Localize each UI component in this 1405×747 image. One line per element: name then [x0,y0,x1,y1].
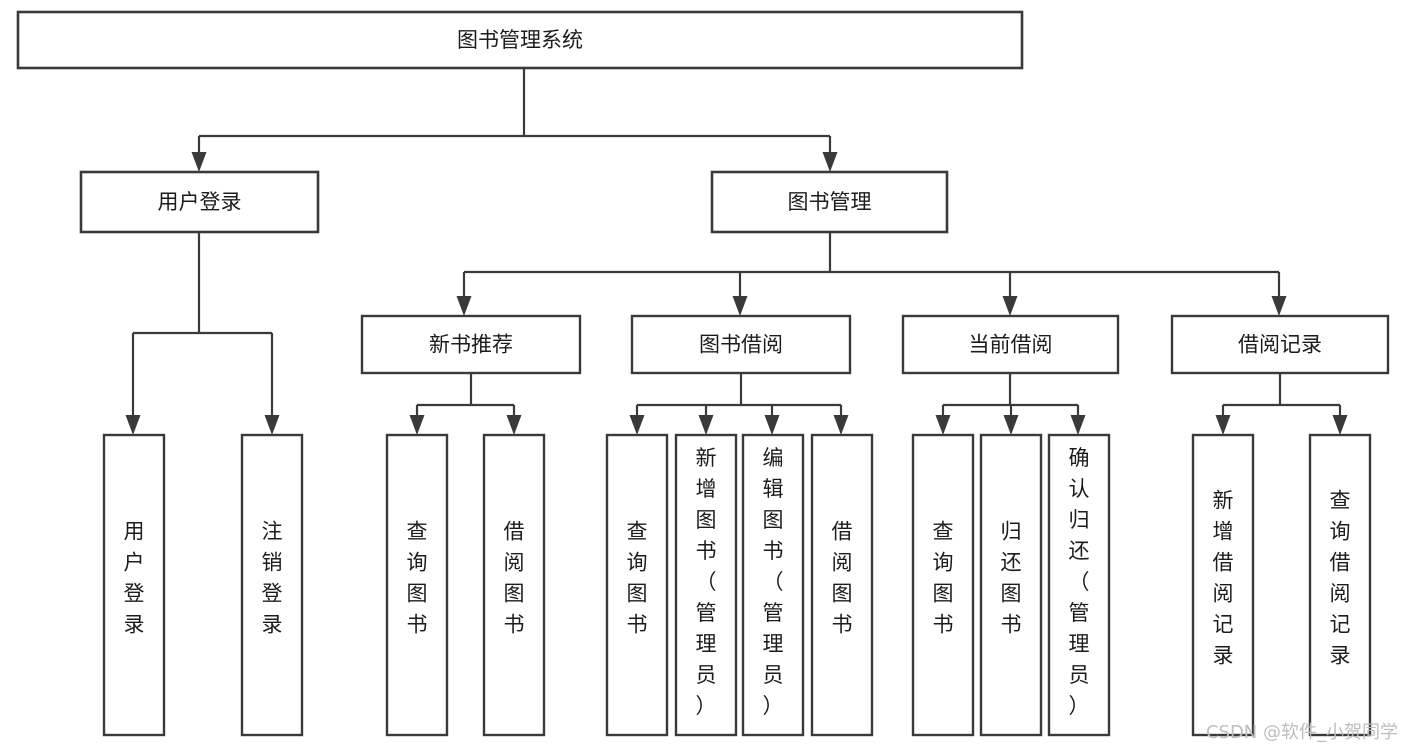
node-box[interactable] [674,433,738,737]
node-box[interactable] [1170,314,1390,375]
node-label: 查询图书 [627,520,648,637]
connector-group-book-borrow [629,373,849,435]
node-book-borrow[interactable]: 图书借阅 [630,314,852,375]
node-root[interactable]: 图书管理系统 [16,10,1024,70]
node-leaf-add-book[interactable]: 新增图书（管理员） [674,433,738,737]
node-user-login[interactable]: 用户登录 [79,170,320,234]
node-leaf-query-book-2[interactable]: 查询图书 [605,433,669,737]
node-label: 图书管理系统 [457,28,583,52]
arrow-head-icon [1003,415,1019,435]
node-box[interactable] [911,433,975,737]
node-label: 图书借阅 [699,333,783,357]
node-leaf-edit-book[interactable]: 编辑图书（管理员） [741,433,805,737]
node-label: 注销登录 [262,520,283,637]
node-label: 查询图书 [933,520,954,637]
node-layer: 图书管理系统用户登录图书管理新书推荐图书借阅当前借阅借阅记录用户登录注销登录查询… [16,10,1390,737]
arrow-head-icon [764,415,780,435]
node-label: 归还图书 [1001,520,1022,637]
arrow-head-icon [264,415,280,435]
node-label: 查询借阅记录 [1330,489,1351,668]
connector-group-new-book-rec [409,373,522,435]
node-label: 新增图书（管理员） [696,446,717,718]
node-box[interactable] [810,433,874,737]
node-label: 确认归还（管理员） [1069,446,1090,718]
node-leaf-add-record[interactable]: 新增借阅记录 [1191,433,1255,737]
node-label: 新书推荐 [429,333,513,357]
arrow-head-icon [191,152,207,172]
node-box[interactable] [741,433,805,737]
node-leaf-query-record[interactable]: 查询借阅记录 [1308,433,1372,737]
arrow-head-icon [935,415,951,435]
watermark-label: CSDN @软件_小贺同学 [1206,722,1398,743]
arrow-head-icon [125,415,141,435]
node-box[interactable] [16,10,1024,70]
arrow-head-icon [698,415,714,435]
arrow-head-icon [1332,415,1348,435]
node-leaf-return-book[interactable]: 归还图书 [979,433,1043,737]
node-box[interactable] [630,314,852,375]
node-box[interactable] [79,170,320,234]
node-box[interactable] [1047,433,1111,737]
node-leaf-confirm-return[interactable]: 确认归还（管理员） [1047,433,1111,737]
node-label: 新增借阅记录 [1213,489,1234,668]
arrow-head-icon [833,415,849,435]
node-label: 用户登录 [158,190,242,214]
node-leaf-borrow-book-2[interactable]: 借阅图书 [810,433,874,737]
node-box[interactable] [710,170,949,234]
node-label: 借阅记录 [1238,333,1322,357]
node-box[interactable] [102,433,166,737]
node-leaf-borrow-book-1[interactable]: 借阅图书 [482,433,546,737]
node-label: 用户登录 [124,520,145,637]
connector-group-user-login [125,232,280,435]
arrow-head-icon [409,415,425,435]
node-label: 借阅图书 [504,520,525,637]
node-label: 借阅图书 [832,520,853,637]
node-box[interactable] [1308,433,1372,737]
arrow-head-icon [629,415,645,435]
connector-group-book-manage [456,232,1287,316]
node-box[interactable] [385,433,449,737]
node-borrow-record[interactable]: 借阅记录 [1170,314,1390,375]
node-leaf-query-book-3[interactable]: 查询图书 [911,433,975,737]
node-box[interactable] [605,433,669,737]
arrow-head-icon [822,152,838,172]
node-current-borrow[interactable]: 当前借阅 [901,314,1120,375]
arrow-head-icon [1271,296,1287,316]
connector-group-current-borrow [935,373,1086,435]
connector-layer [125,68,1348,435]
node-book-manage[interactable]: 图书管理 [710,170,949,234]
node-label: 编辑图书（管理员） [763,446,784,718]
node-box[interactable] [360,314,582,375]
node-label: 图书管理 [788,190,872,214]
arrow-head-icon [1002,296,1018,316]
connector-group-borrow-record [1215,373,1348,435]
arrow-head-icon [506,415,522,435]
node-label: 查询图书 [407,520,428,637]
arrow-head-icon [1215,415,1231,435]
arrow-head-icon [1070,415,1086,435]
node-box[interactable] [1191,433,1255,737]
node-box[interactable] [482,433,546,737]
arrow-head-icon [732,296,748,316]
node-box[interactable] [979,433,1043,737]
node-leaf-user-login[interactable]: 用户登录 [102,433,166,737]
node-new-book-rec[interactable]: 新书推荐 [360,314,582,375]
arrow-head-icon [456,296,472,316]
node-leaf-query-book-1[interactable]: 查询图书 [385,433,449,737]
node-box[interactable] [240,433,304,737]
connector-group-root [191,68,838,172]
node-box[interactable] [901,314,1120,375]
node-label: 当前借阅 [969,333,1053,357]
node-leaf-logout[interactable]: 注销登录 [240,433,304,737]
